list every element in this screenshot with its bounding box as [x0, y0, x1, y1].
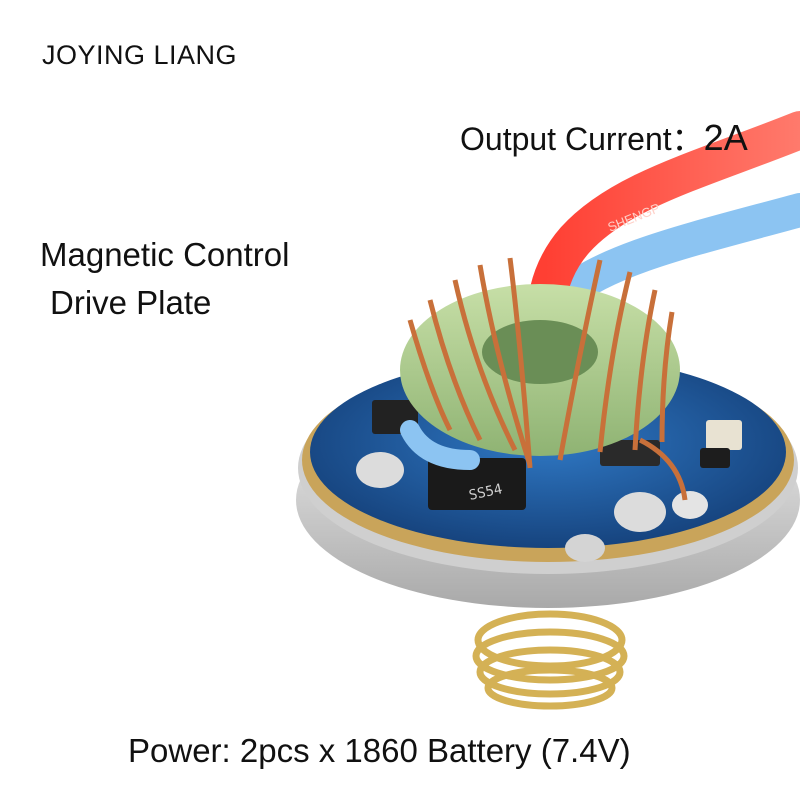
- svg-text:SS54: SS54: [468, 481, 504, 504]
- brand-name: JOYING LIANG: [42, 40, 238, 70]
- output-current-label: Output Current：: [460, 121, 704, 157]
- product-title-line1: Magnetic Control: [40, 236, 290, 273]
- toroid-inductor: [400, 257, 688, 501]
- output-current-value: 2A: [703, 117, 748, 158]
- spring: [472, 610, 628, 710]
- output-current: Output Current：2A: [460, 114, 748, 160]
- power-spec: Power: 2pcs x 1860 Battery (7.4V): [128, 732, 631, 769]
- product-title-line2: Drive Plate: [50, 284, 212, 321]
